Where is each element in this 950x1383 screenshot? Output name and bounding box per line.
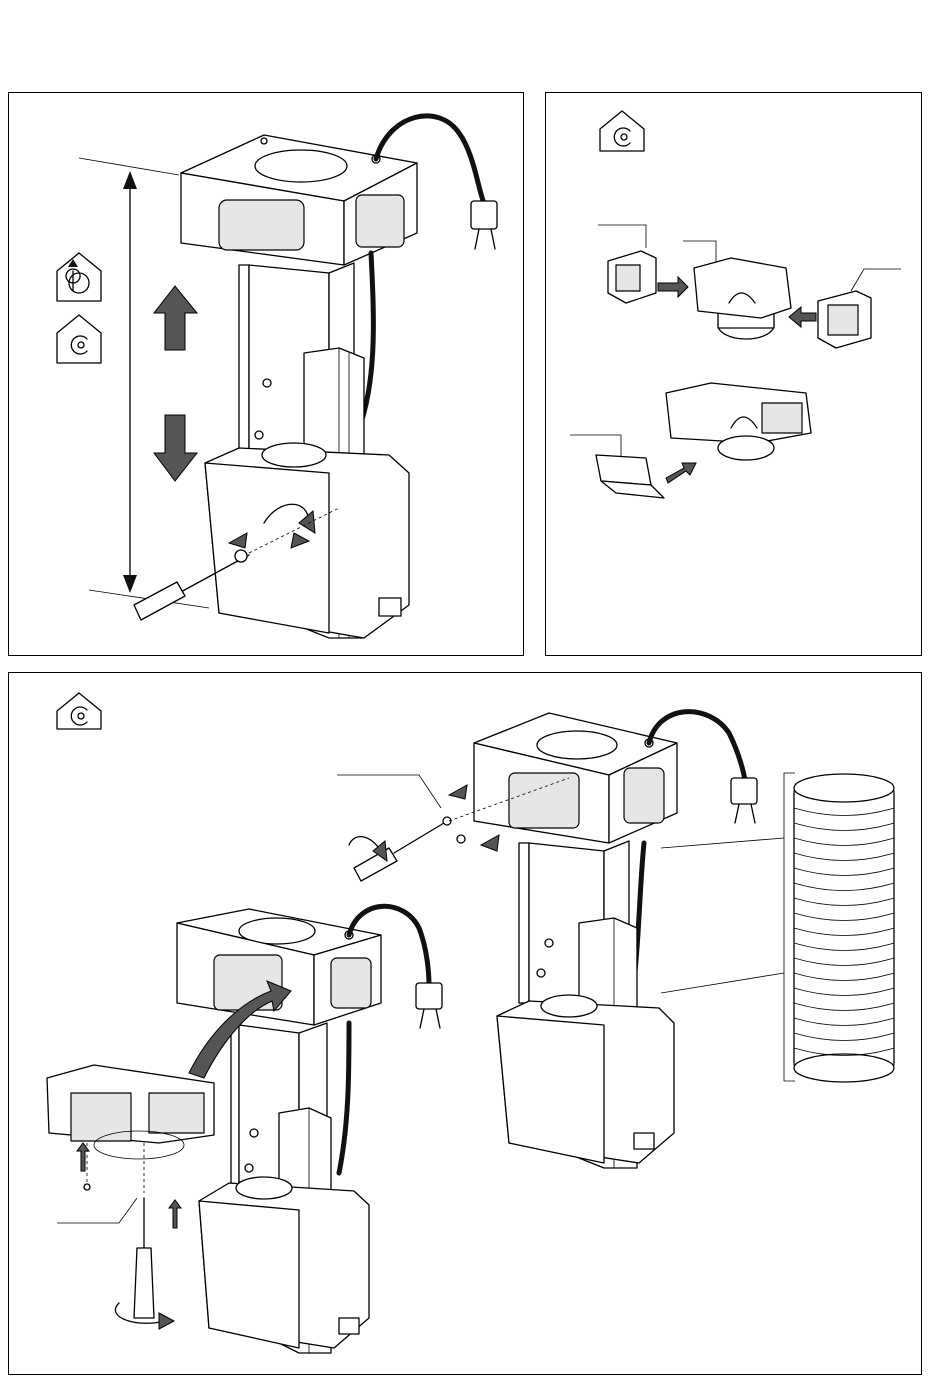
central-deflector: [694, 258, 791, 339]
arrow-right-icon: [658, 277, 688, 297]
panel-height-adjustment: [8, 92, 524, 656]
screwdriver-icon: [354, 817, 465, 881]
left-duct-piece: [608, 251, 656, 303]
upper-frame-box: [181, 135, 417, 265]
assembled-deflector: [666, 383, 811, 460]
assembled-deflector: [47, 1065, 214, 1193]
flexible-hose: [661, 773, 894, 1082]
arrow-up-right-icon: [666, 463, 696, 483]
arrow-down-icon: [154, 415, 197, 481]
plug-icon: [471, 201, 497, 249]
plug-icon: [731, 778, 757, 823]
upper-frame-box-top: [474, 713, 677, 843]
plug-icon: [416, 983, 442, 1028]
arrow-left-icon: [789, 307, 816, 327]
motor-box-bottom: [199, 1177, 369, 1348]
cover-plate: [596, 455, 664, 498]
house-fan-recirculation-icon: [57, 693, 101, 729]
arrow-up-icon: [154, 286, 197, 350]
panel-recirculation-deflector-assembly: [545, 92, 922, 656]
motor-box-top: [497, 995, 674, 1163]
screwdriver-vertical-icon: [134, 1198, 154, 1318]
right-duct-piece: [818, 291, 871, 348]
house-fan-recirculation-icon: [600, 111, 644, 151]
house-fan-extraction-icon: [57, 253, 101, 301]
house-fan-recirculation-icon: [57, 315, 101, 363]
panel-recirculation-installation: [8, 672, 922, 1375]
